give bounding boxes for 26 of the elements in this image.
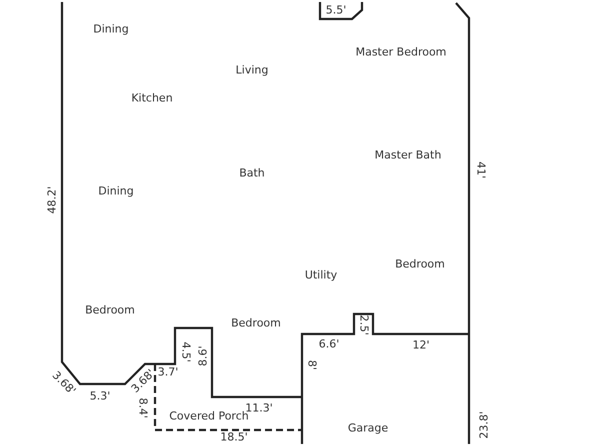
room-label: Bedroom bbox=[231, 316, 281, 330]
dimension-label: 5.3' bbox=[90, 390, 110, 402]
room-label: Kitchen bbox=[131, 92, 173, 104]
dimension-label: 4.5' bbox=[180, 342, 192, 362]
room-label: Master Bedroom bbox=[356, 46, 446, 58]
room-label: Dining bbox=[98, 184, 134, 198]
dimension-label: 8.6' bbox=[196, 346, 210, 366]
dimension-label: 18.5' bbox=[220, 430, 248, 444]
dimension-label: 12' bbox=[412, 338, 430, 352]
room-label: Bedroom bbox=[395, 258, 445, 270]
dimension-label: 41' bbox=[474, 161, 488, 179]
room-label: Garage bbox=[348, 422, 388, 434]
room-label: Living bbox=[236, 64, 268, 76]
room-label: Dining bbox=[93, 22, 129, 36]
room-label: Bedroom bbox=[85, 304, 135, 316]
dimension-label: 3.7' bbox=[158, 366, 178, 378]
room-label: Bath bbox=[239, 166, 265, 180]
dimension-label: 8' bbox=[306, 360, 318, 370]
dimension-label: 6.6' bbox=[318, 338, 340, 350]
dimension-label: 48.2' bbox=[46, 186, 58, 214]
room-label: Master Bath bbox=[374, 148, 442, 162]
dimension-label: 5.5' bbox=[326, 4, 346, 16]
dimension-label: 8.4' bbox=[136, 398, 150, 418]
dimension-label: 23.8' bbox=[478, 411, 490, 439]
room-label: Utility bbox=[304, 268, 338, 282]
dimension-label: 2.5' bbox=[358, 314, 370, 336]
